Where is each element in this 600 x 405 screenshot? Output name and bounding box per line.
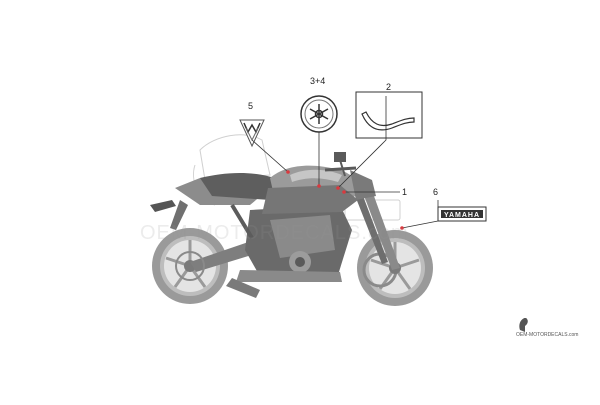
- marker-1: [342, 190, 346, 194]
- decal-6-text: YAMAHA: [444, 212, 480, 219]
- leader-6b: [401, 220, 439, 229]
- callout-label-1: 1: [402, 187, 408, 197]
- exhaust: [226, 278, 260, 298]
- rear-shock: [230, 203, 254, 240]
- callout-label-3-4: 3+4: [310, 76, 326, 86]
- marker-6: [400, 226, 404, 230]
- decal-2-box: [355, 91, 423, 139]
- frame: [262, 185, 358, 214]
- handlebar: [324, 166, 357, 172]
- decal-markers: [286, 170, 404, 230]
- marker-5: [286, 170, 290, 174]
- decal-6-box: [437, 206, 487, 222]
- leader-lines: [251, 96, 439, 229]
- decal-3-4-emblem: [300, 95, 338, 133]
- brand-logo-icon: [519, 318, 528, 332]
- leader-5: [251, 139, 289, 173]
- marker-3-4: [317, 184, 321, 188]
- callout-label-5: 5: [248, 101, 254, 111]
- front-fork: [352, 185, 400, 270]
- callout-label-2: 2: [386, 82, 392, 92]
- leader-2: [337, 96, 387, 189]
- rear-disc: [175, 251, 205, 281]
- decal-5-emblem: [239, 119, 265, 148]
- tank-highlight: [290, 169, 342, 182]
- watermark-main: OEM-MOTORDECALS.com: [140, 222, 409, 244]
- callout-label-6: 6: [433, 187, 439, 197]
- watermark-corner: OEM-MOTORDECALS.com: [516, 332, 579, 338]
- marker-2: [336, 186, 340, 190]
- engine: [236, 205, 352, 282]
